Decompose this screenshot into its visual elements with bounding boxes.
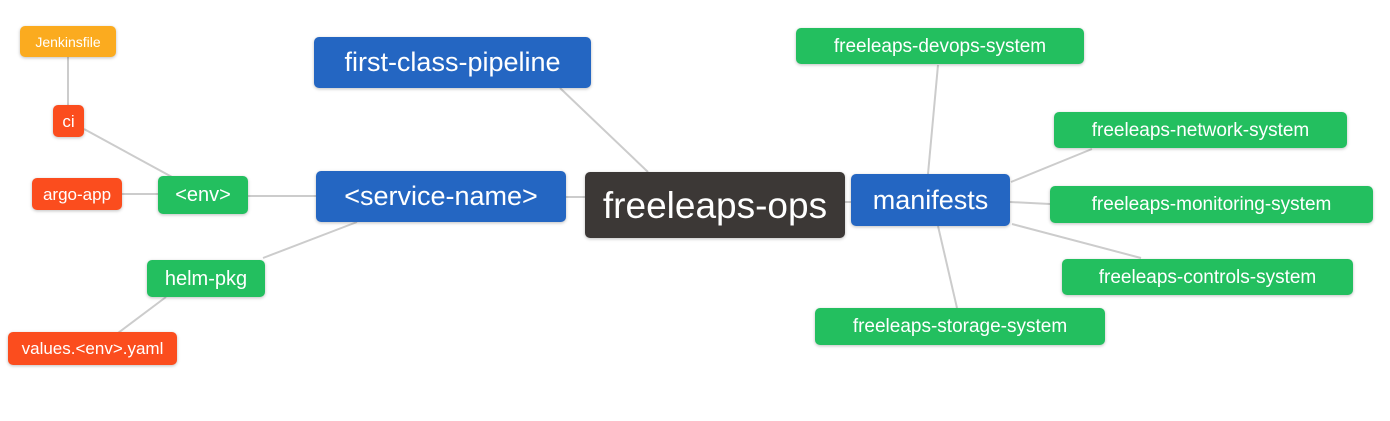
edge-pipeline-root [559,87,649,173]
edge-ci-env [83,128,173,178]
node-freeleaps-monitoring-system[interactable]: freeleaps-monitoring-system [1050,186,1373,223]
node-freeleaps-controls-system[interactable]: freeleaps-controls-system [1062,259,1353,295]
node-freeleaps-storage-system[interactable]: freeleaps-storage-system [815,308,1105,345]
node-freeleaps-ops[interactable]: freeleaps-ops [585,172,845,238]
edge-manifests-network [1010,148,1093,183]
node-first-class-pipeline[interactable]: first-class-pipeline [314,37,591,88]
edge-values-helm-pkg [117,296,167,334]
node-env[interactable]: <env> [158,176,248,214]
node-manifests[interactable]: manifests [851,174,1010,226]
edge-helm-pkg-service-name [262,221,358,259]
edge-manifests-storage [937,225,958,309]
edge-manifests-monitoring [1009,201,1051,205]
node-values-env-yaml[interactable]: values.<env>.yaml [8,332,177,365]
node-service-name[interactable]: <service-name> [316,171,566,222]
node-freeleaps-devops-system[interactable]: freeleaps-devops-system [796,28,1084,64]
edge-manifests-devops [927,64,939,175]
edge-manifests-controls [1011,223,1142,259]
node-helm-pkg[interactable]: helm-pkg [147,260,265,297]
node-jenkinsfile[interactable]: Jenkinsfile [20,26,116,57]
node-ci[interactable]: ci [53,105,84,137]
node-freeleaps-network-system[interactable]: freeleaps-network-system [1054,112,1347,148]
node-argo-app[interactable]: argo-app [32,178,122,210]
